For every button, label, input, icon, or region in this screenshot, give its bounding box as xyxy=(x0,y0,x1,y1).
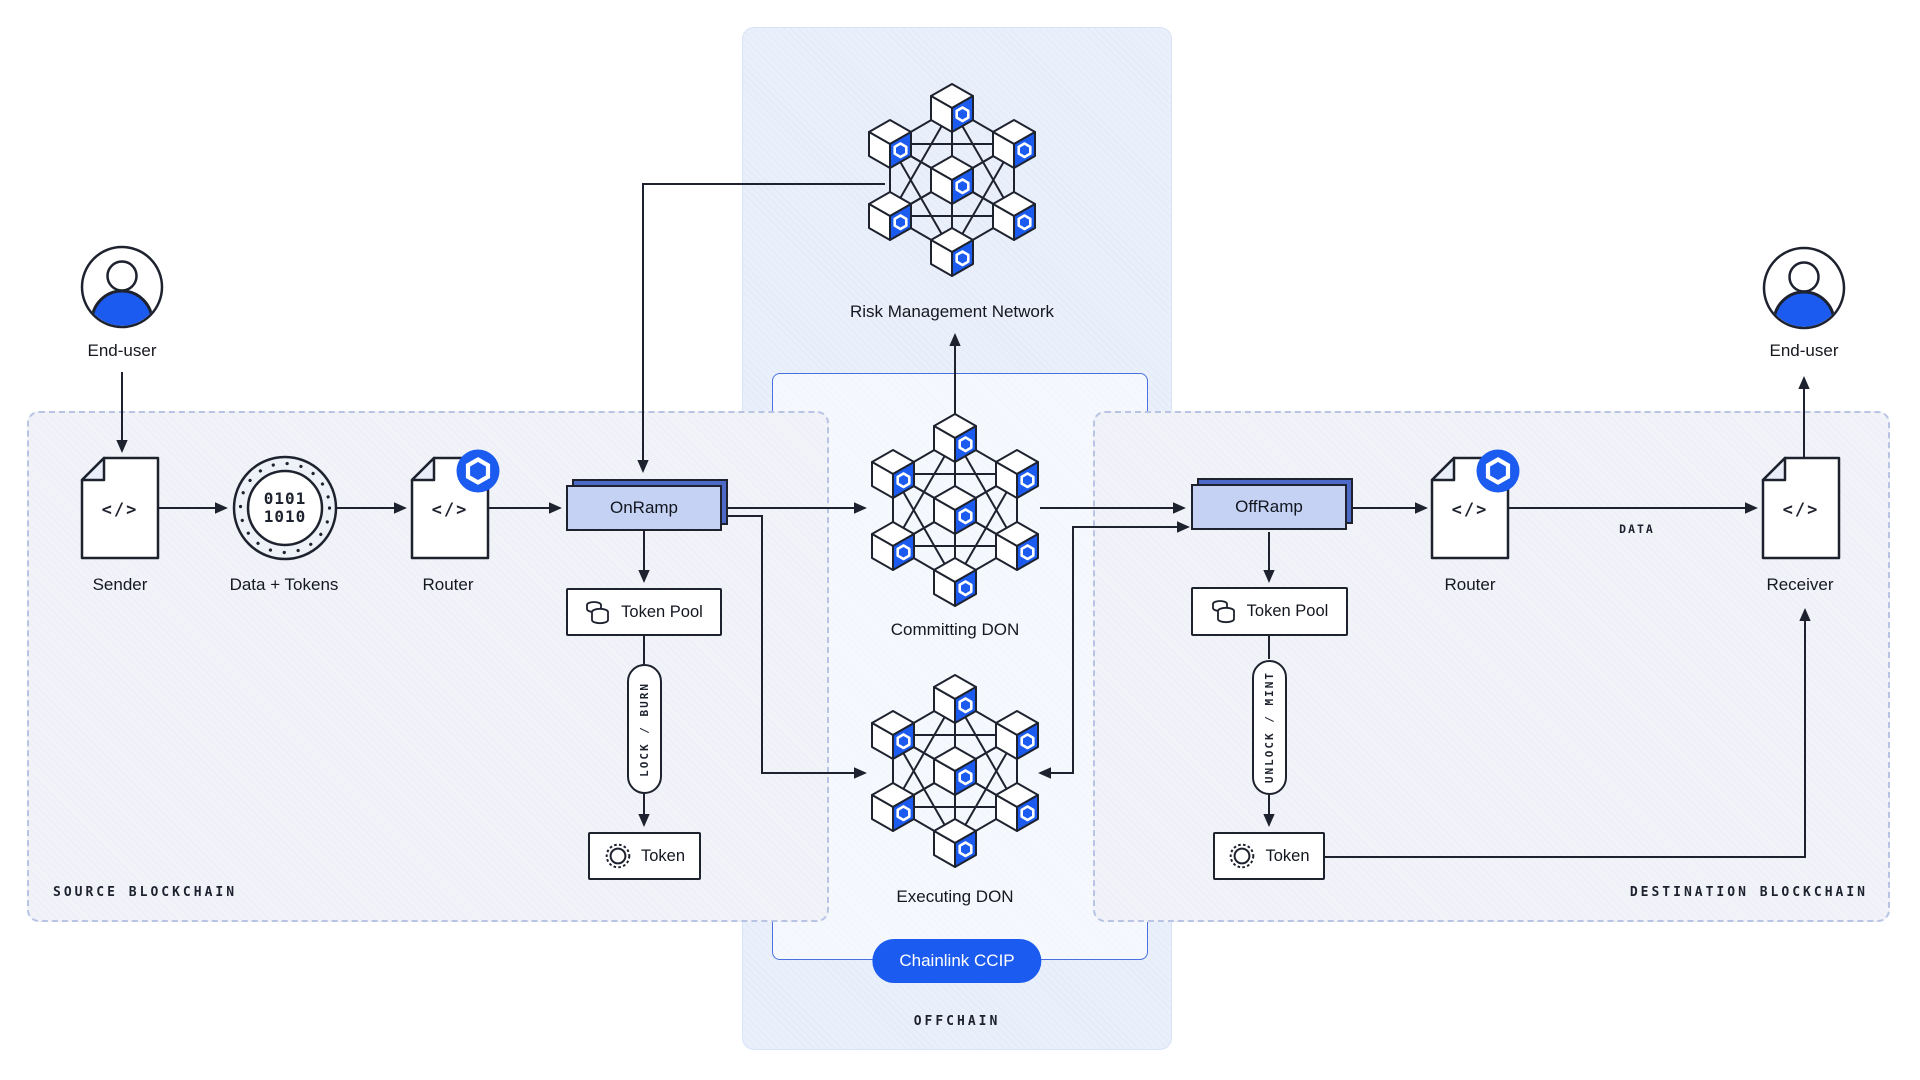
arrow-token-to-receiver xyxy=(1324,608,1811,858)
code-glyph: </> xyxy=(1452,500,1489,520)
coins-icon xyxy=(1211,600,1235,624)
committing-don-label: Committing DON xyxy=(890,620,1020,639)
code-glyph: </> xyxy=(1783,500,1820,520)
data-wire-label: DATA xyxy=(1619,522,1655,536)
end-user-icon-source xyxy=(80,245,164,329)
onramp-node: OnRamp xyxy=(566,479,728,531)
coins-icon xyxy=(586,600,610,624)
sender-contract-icon: </> xyxy=(80,456,160,560)
source-blockchain-caption: SOURCE BLOCKCHAIN xyxy=(53,885,238,900)
unlock-mint-pill: UNLOCK / MINT xyxy=(1252,660,1287,795)
token-label: Token xyxy=(1265,846,1310,865)
receiver-contract-icon: </> xyxy=(1761,456,1841,560)
chainlink-ccip-badge: Chainlink CCIP xyxy=(872,939,1042,983)
token-source: Token xyxy=(588,832,701,880)
executing-don-label: Executing DON xyxy=(896,887,1014,906)
binary-line2: 1010 xyxy=(264,507,307,526)
onramp-label: OnRamp xyxy=(566,485,722,531)
token-pool-source: Token Pool xyxy=(566,588,722,636)
end-user-label-destination: End-user xyxy=(1769,341,1839,360)
coin-icon xyxy=(605,843,631,869)
destination-blockchain-caption: DESTINATION BLOCKCHAIN xyxy=(1629,885,1868,900)
code-glyph: </> xyxy=(102,500,139,520)
router-contract-icon-source: </> xyxy=(410,449,500,560)
executing-don-icon xyxy=(860,666,1050,876)
code-glyph: </> xyxy=(432,500,469,520)
arrow-rmn-to-onramp xyxy=(637,183,885,473)
chainlink-badge-icon xyxy=(456,449,500,493)
router-label-source: Router xyxy=(422,575,474,594)
data-tokens-icon: 0101 1010 xyxy=(232,455,338,561)
token-pool-label: Token Pool xyxy=(621,602,703,621)
token-label: Token xyxy=(640,846,686,865)
arrow-offramp-executing-don xyxy=(1038,521,1190,779)
offramp-label: OffRamp xyxy=(1191,484,1347,530)
chainlink-badge-icon xyxy=(1476,449,1520,493)
router-label-destination: Router xyxy=(1444,575,1496,594)
token-pool-label: Token Pool xyxy=(1246,602,1329,620)
committing-don-icon xyxy=(860,405,1050,615)
end-user-label-source: End-user xyxy=(87,341,157,360)
data-tokens-label: Data + Tokens xyxy=(229,575,339,594)
binary-line1: 0101 xyxy=(264,489,307,508)
lock-burn-pill: LOCK / BURN xyxy=(627,664,662,794)
risk-management-network-label: Risk Management Network xyxy=(849,302,1055,321)
offramp-node: OffRamp xyxy=(1191,478,1353,530)
router-contract-icon-destination: </> xyxy=(1430,449,1520,560)
arrow-onramp-to-executing-don xyxy=(728,515,867,779)
token-pool-destination: Token Pool xyxy=(1191,587,1348,636)
coin-icon xyxy=(1230,843,1255,869)
end-user-icon-destination xyxy=(1762,246,1846,330)
sender-label: Sender xyxy=(92,575,148,594)
unlock-mint-label: UNLOCK / MINT xyxy=(1263,671,1276,784)
risk-management-network-icon xyxy=(857,75,1047,285)
token-destination: Token xyxy=(1213,832,1325,880)
receiver-label: Receiver xyxy=(1766,575,1834,594)
offchain-caption: OFFCHAIN xyxy=(913,1014,1001,1029)
lock-burn-label: LOCK / BURN xyxy=(638,681,651,777)
